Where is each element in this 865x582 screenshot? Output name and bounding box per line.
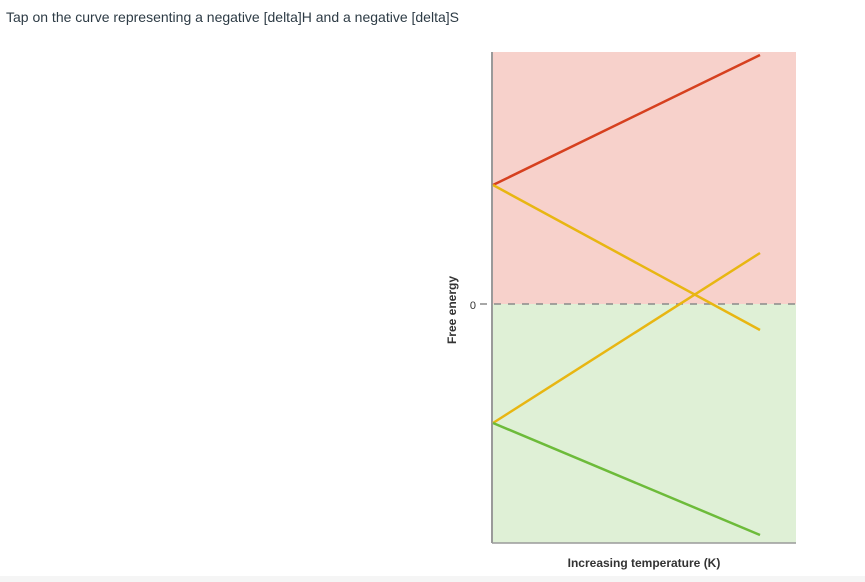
curve-yellow-increasing[interactable]	[492, 251, 761, 425]
curve-green-decreasing[interactable]	[492, 421, 761, 537]
curve-red-increasing[interactable]	[492, 53, 761, 187]
curve-yellow-decreasing[interactable]	[492, 183, 761, 332]
question-prompt: Tap on the curve representing a negative…	[6, 9, 459, 25]
x-axis-label: Increasing temperature (K)	[568, 556, 721, 570]
negative-free-energy-region	[492, 304, 796, 543]
y-axis-label: Free energy	[445, 276, 459, 344]
bottom-strip	[0, 576, 865, 582]
zero-tick-label: 0	[470, 300, 476, 312]
